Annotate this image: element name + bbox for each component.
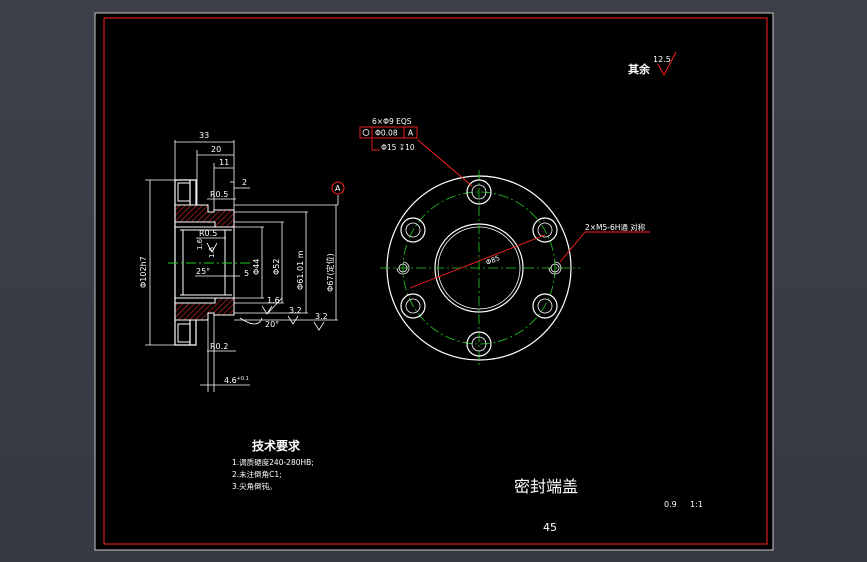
note-chamfer-16b: 1.6 (208, 246, 216, 258)
dim-width-11: 11 (219, 158, 229, 167)
note-rough-32b: 3.2 (315, 312, 328, 321)
bolt-hole-counterbore (400, 217, 426, 243)
width-dimensions (174, 140, 250, 210)
pcd-leader (409, 234, 546, 289)
dim-width-2: 2 (242, 178, 247, 187)
thread-note-leader (559, 231, 586, 263)
feature-control-frame (359, 126, 418, 139)
tech-requirement-item: 2.未注倒角C1; (232, 469, 282, 479)
dim-groove: 4.6+0.1 (224, 376, 249, 385)
groove-dimension (200, 315, 250, 392)
tech-requirement-item: 1.调质硬度240-280HB; (232, 457, 314, 467)
dim-outer-dia: Φ102h7 (139, 256, 148, 288)
part-name: 密封端盖 (514, 477, 578, 496)
dim-width-20: 20 (211, 145, 221, 154)
position-tol-icon (362, 129, 370, 136)
dim-width-total: 33 (199, 131, 209, 140)
note-r02: R0.2 (210, 342, 228, 351)
bolt-hole (537, 298, 553, 314)
note-angle-25: 25° (196, 267, 210, 276)
title-block: 密封端盖 0.9 1:1 45 (514, 477, 703, 534)
bolt-hole (405, 222, 421, 238)
bolt-hole-counterbore (466, 179, 492, 205)
thread-hole-arc (396, 261, 410, 275)
thread-hole (398, 263, 408, 273)
bolt-hole (471, 336, 487, 352)
note-r05-mid: R0.5 (199, 229, 217, 238)
note-position-tol: Φ0.08 (375, 129, 398, 138)
hole-note-leader (417, 139, 473, 187)
dim-dia-61: Φ61.01 m (296, 250, 305, 290)
datum-a-circle (331, 181, 345, 195)
bolt-hole-counterbore (532, 217, 558, 243)
angle-20-arc (239, 317, 263, 325)
roughness-mark (261, 297, 283, 315)
tech-requirements-title: 技术要求 (252, 438, 301, 453)
bolt-hole-counterbore (400, 293, 426, 319)
note-dim-5: 5 (244, 269, 249, 278)
surface-note-label: 其余 (628, 62, 651, 76)
tech-requirements: 技术要求 1.调质硬度240-280HB; 2.未注倒角C1; 3.尖角倒钝。 (232, 438, 314, 491)
bolt-holes (400, 179, 558, 357)
flange-step-bottom (177, 323, 191, 343)
note-datum-ref: A (408, 129, 414, 138)
note-r05-top: R0.5 (210, 190, 228, 199)
front-view: Φ85 6×Φ9 EQS Φ0.08 A Φ15 ↧10 2×M5-6H通 对称 (359, 117, 650, 366)
note-chamfer-16a: 1.6 (196, 238, 204, 250)
roughness-symbol (657, 51, 677, 77)
bolt-hole-counterbore (466, 331, 492, 357)
tech-requirement-item: 3.尖角倒钝。 (232, 481, 277, 491)
roughness-mark (313, 321, 325, 331)
chamfer-mark (206, 242, 218, 253)
outer-frame (94, 12, 774, 551)
sheet-background (95, 13, 773, 550)
datum-a-label: A (335, 184, 341, 193)
thread-hole-arc (548, 261, 562, 275)
outer-dia-dimension (145, 179, 175, 346)
dim-dia-44: Φ44 (252, 259, 261, 275)
dim-dia-52: Φ52 (272, 259, 281, 275)
section-view: 33 20 11 2 Φ102h7 R0.5 R0.5 R0.2 1.6 1.6… (139, 131, 345, 392)
bolt-hole (471, 184, 487, 200)
surface-note-value: 12.5 (653, 55, 671, 64)
weight-value: 0.9 (664, 500, 677, 509)
thread-hole (550, 263, 560, 273)
inner-frame (103, 17, 768, 545)
bolt-hole (537, 222, 553, 238)
roughness-mark (287, 315, 299, 325)
flange-outline (174, 179, 197, 346)
bore-diameter-dimensions (234, 204, 338, 321)
bolt-hole (405, 298, 421, 314)
scale-value: 1:1 (690, 500, 703, 509)
thread-holes (396, 261, 562, 275)
note-rough-16: 1.6 (267, 296, 280, 305)
note-angle-20: 20° (265, 320, 279, 329)
flange-step-top (177, 182, 191, 202)
surface-roughness-note: 其余 12.5 (628, 51, 677, 77)
dim-dia-67: Φ67(定位) (325, 253, 335, 292)
note-thread: 2×M5-6H通 对称 (585, 222, 646, 232)
material-value: 45 (543, 521, 557, 534)
note-hole-count: 6×Φ9 EQS (372, 117, 412, 126)
note-counterbore: Φ15 ↧10 (381, 143, 415, 152)
note-rough-32a: 3.2 (289, 306, 302, 315)
bolt-hole-counterbore (532, 293, 558, 319)
